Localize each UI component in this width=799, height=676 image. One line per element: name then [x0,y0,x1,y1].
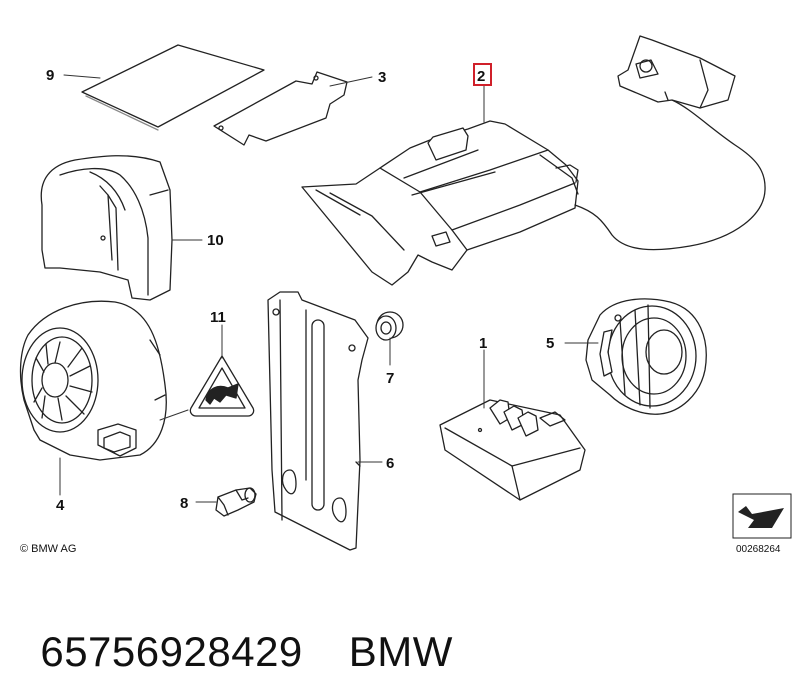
part-8-bolt [215,487,257,517]
document-reference: 00268264 [732,493,792,555]
part-7-grommet [375,311,404,341]
callout-9: 9 [46,67,54,84]
leader-lines [59,74,599,503]
part-2-control-unit [301,35,766,286]
part-9-pad [81,44,265,131]
part-6-bracket [267,291,369,551]
part-3-plate [213,71,348,146]
callout-8: 8 [180,495,188,512]
callout-6: 6 [386,455,394,472]
callout-5: 5 [546,335,554,352]
part-number: 65756928429 [40,628,303,675]
document-number: 00268264 [736,544,781,555]
copyright-text: © BMW AG [20,543,76,555]
part-5-speaker [585,298,707,415]
callout-7: 7 [386,370,394,387]
part-1-module [439,399,586,501]
callout-3: 3 [378,69,386,86]
part-10-cover [40,155,173,301]
part-11-warning-label [189,355,255,417]
footer-caption: 65756928429 BMW [16,580,453,676]
callout-2: 2 [477,68,485,85]
callout-10: 10 [207,232,224,249]
arrow-icon [738,506,784,528]
callout-2-highlight [473,63,492,86]
callout-11: 11 [210,309,226,326]
part-4-speaker [19,300,167,461]
brand-name: BMW [348,628,453,675]
callout-4: 4 [56,497,65,514]
callout-1: 1 [479,335,487,352]
